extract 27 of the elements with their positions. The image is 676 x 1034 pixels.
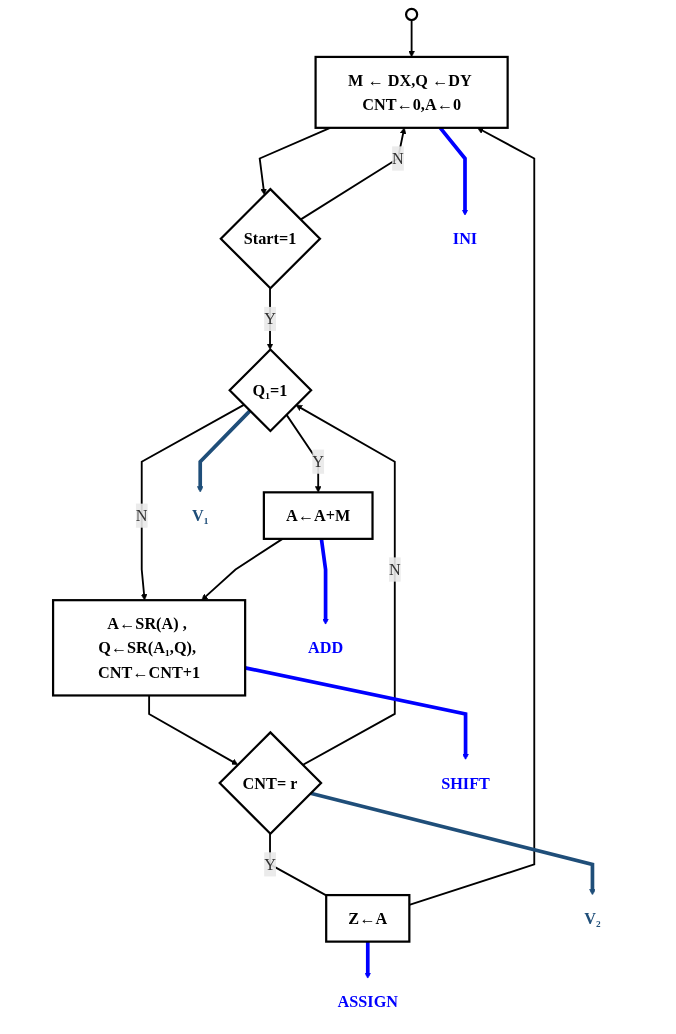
edge-label: N [135, 506, 148, 525]
node-text: V₁ [191, 506, 209, 525]
edge-label: Y [312, 452, 325, 471]
arrow [140, 403, 245, 601]
node-text: V₂ [584, 909, 601, 928]
arrow [196, 409, 252, 493]
node-diamond: Start=1 [219, 187, 322, 290]
edge-label: N [392, 149, 404, 168]
node-text: SHIFT [441, 773, 490, 793]
node-box: M ← DX,Q ←DY CNT←0,A←0 [314, 55, 509, 129]
arrow [310, 791, 596, 896]
node-circle [404, 7, 419, 22]
edge-label: Y [264, 855, 276, 874]
node-box: Z←A [325, 894, 411, 943]
edge-label: N [388, 560, 401, 579]
node-box: A←A+M [262, 491, 374, 540]
arrow [299, 127, 407, 221]
node-box: A←SR(A) , Q←SR(A₁,Q), CNT←CNT+1 [52, 599, 247, 697]
node-text: INI [452, 229, 478, 248]
node-text: ASSIGN [337, 992, 399, 1012]
node-text: ADD [307, 638, 344, 658]
arrow [319, 538, 329, 625]
node-diamond: Q₁=1 [228, 348, 313, 433]
arrow [295, 404, 396, 766]
edge-label: Y [264, 309, 276, 329]
node-diamond: CNT= r [218, 730, 323, 836]
arrow [364, 941, 371, 979]
